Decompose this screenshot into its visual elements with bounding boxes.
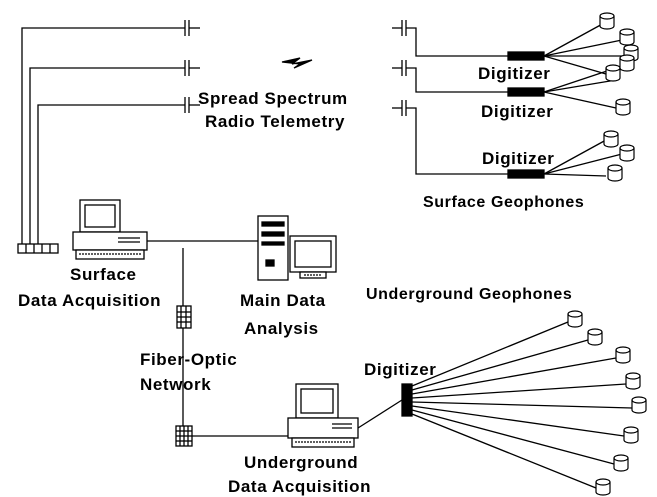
desktop-computer-icon xyxy=(287,383,359,448)
fiber-optic-label: Network xyxy=(140,375,211,394)
geophone-icon xyxy=(605,64,621,82)
digitizer-label: Digitizer xyxy=(482,149,554,168)
surface-da-label: Surface xyxy=(70,265,137,284)
fiber-optic-label: Fiber-Optic xyxy=(140,350,237,369)
geophone-icon xyxy=(619,28,635,46)
geophone-icon xyxy=(613,454,629,472)
geophone-icon xyxy=(603,130,619,148)
radio-telemetry-label: Radio Telemetry xyxy=(205,112,345,131)
geophone-icon xyxy=(619,144,635,162)
telemetry-rack xyxy=(17,243,59,254)
surface-radio-links xyxy=(17,27,185,254)
surface-da-label: Data Acquisition xyxy=(18,291,161,310)
surface-geophones-label: Surface Geophones xyxy=(423,194,584,211)
antenna-icon xyxy=(392,20,407,36)
desktop-computer-icon xyxy=(289,235,337,279)
geophone-icon xyxy=(631,396,647,414)
desktop-computer-icon xyxy=(72,199,148,260)
geophone-icon xyxy=(599,12,615,30)
geophone-icon xyxy=(625,372,641,390)
lightning-bolt-icon xyxy=(281,57,313,69)
geophone-icon xyxy=(587,328,603,346)
geophone-icon xyxy=(615,346,631,364)
geophone-icon xyxy=(615,98,631,116)
geophone-icon xyxy=(607,164,623,182)
underground-geophones-label: Underground Geophones xyxy=(366,286,572,303)
geophone-icon xyxy=(595,478,611,496)
antenna-icon xyxy=(392,100,407,116)
tower-computer-icon xyxy=(257,215,289,281)
digitizer-label: Digitizer xyxy=(481,102,553,121)
digitizer-label: Digitizer xyxy=(364,360,436,379)
digitizer-box xyxy=(401,383,413,417)
main-analysis-label: Analysis xyxy=(244,319,319,338)
underground-da-label: Underground xyxy=(244,453,358,472)
underground-da-label: Data Acquisition xyxy=(228,477,371,496)
antenna-icon xyxy=(184,60,200,76)
geophone-icon xyxy=(623,426,639,444)
geophone-icon xyxy=(619,54,635,72)
digitizer-box xyxy=(507,87,545,97)
digitizer-label: Digitizer xyxy=(478,64,550,83)
digitizer-box xyxy=(507,51,545,61)
digitizer-box xyxy=(507,169,545,179)
geophone-icon xyxy=(567,310,583,328)
antenna-icon xyxy=(392,60,407,76)
radio-telemetry-label: Spread Spectrum xyxy=(198,89,348,108)
antenna-icon xyxy=(184,97,200,113)
main-analysis-label: Main Data xyxy=(240,291,326,310)
antenna-icon xyxy=(184,20,200,36)
